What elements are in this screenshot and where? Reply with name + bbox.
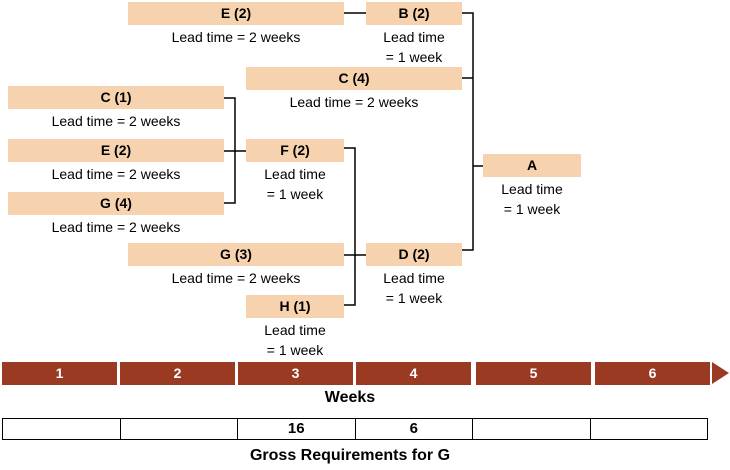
gr-cell-week-1 bbox=[3, 419, 121, 439]
node-title: E (2) bbox=[8, 139, 224, 162]
node-title: C (1) bbox=[8, 86, 224, 109]
node-title: G (3) bbox=[128, 243, 344, 266]
gross-requirements-row: 16 6 bbox=[2, 418, 708, 440]
node-title: G (4) bbox=[8, 192, 224, 215]
node-title: F (2) bbox=[246, 139, 344, 162]
node-lead-time: Lead time= 1 week bbox=[264, 322, 326, 358]
node-lead-time: Lead time= 1 week bbox=[383, 29, 445, 65]
node-lead-time: Lead time = 2 weeks bbox=[289, 94, 419, 110]
week-5: 5 bbox=[476, 362, 591, 385]
node-lead-time: Lead time= 1 week bbox=[383, 270, 445, 306]
node-lead-time: Lead time = 2 weeks bbox=[51, 113, 181, 129]
gr-cell-week-6 bbox=[591, 419, 708, 439]
node-lead-time: Lead time = 2 weeks bbox=[51, 166, 181, 182]
node-title: C (4) bbox=[246, 67, 462, 90]
timeline-arrow-icon bbox=[712, 362, 729, 384]
node-title: B (2) bbox=[366, 2, 462, 25]
node-lead-time: Lead time = 2 weeks bbox=[51, 219, 181, 235]
node-title: H (1) bbox=[246, 295, 344, 318]
node-lead-time: Lead time= 1 week bbox=[264, 166, 326, 202]
week-2: 2 bbox=[120, 362, 235, 385]
gr-cell-week-2 bbox=[121, 419, 238, 439]
node-lead-time: Lead time = 2 weeks bbox=[171, 270, 301, 286]
gr-cell-week-4: 6 bbox=[356, 419, 473, 439]
gr-cell-week-3: 16 bbox=[238, 419, 356, 439]
week-4: 4 bbox=[356, 362, 471, 385]
week-1: 1 bbox=[2, 362, 117, 385]
week-3: 3 bbox=[238, 362, 353, 385]
node-title: E (2) bbox=[128, 2, 344, 25]
weeks-label: Weeks bbox=[324, 389, 376, 406]
node-lead-time: Lead time = 2 weeks bbox=[171, 29, 301, 45]
gr-cell-week-5 bbox=[473, 419, 591, 439]
node-title: A bbox=[483, 154, 581, 177]
week-6: 6 bbox=[595, 362, 710, 385]
gross-requirements-label: Gross Requirements for G bbox=[249, 447, 451, 464]
node-lead-time: Lead time= 1 week bbox=[501, 181, 563, 217]
node-title: D (2) bbox=[366, 243, 462, 266]
